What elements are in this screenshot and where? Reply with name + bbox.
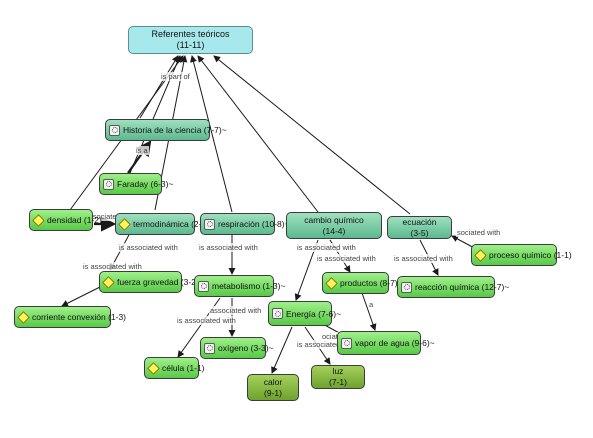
link-label-assoc-cambio: is associated with (296, 243, 357, 252)
diamond-icon (33, 215, 44, 226)
node-historia-de-la-ciencia[interactable]: Historia de la ciencia (7-7)~ (105, 119, 227, 141)
link-label-assoc-fuerza: is associated with (82, 262, 143, 271)
edge-energia-calor (271, 326, 293, 374)
node-title: ecuación (402, 216, 437, 227)
node-label: oxígeno (3-3)~ (218, 343, 274, 353)
link-label-a: a (368, 300, 375, 309)
edge-cambio-root (197, 55, 319, 213)
gear-icon (103, 178, 114, 190)
diamond-icon (18, 312, 29, 323)
node-label: vapor de agua (9-6)~ (355, 338, 435, 348)
edge-respiracion-root (190, 55, 233, 213)
node-count: (3-5) (410, 227, 429, 238)
node-label: respiración (10-8)~ (218, 219, 290, 229)
link-label-assoc-metab-2: is associated with (176, 316, 237, 325)
node-count: (7-1) (329, 377, 347, 387)
diamond-icon (148, 363, 159, 374)
node-vapor-de-agua[interactable]: vapor de agua (9-6)~ (337, 331, 435, 355)
link-label-assoc-proceso: sociated with (456, 228, 502, 237)
node-ecuacion[interactable]: ecuación (3-5) (387, 216, 452, 239)
node-oxigeno[interactable]: oxígeno (3-3)~ (200, 337, 274, 359)
link-label-assoc-densidad: ssociated with (88, 212, 138, 221)
gear-icon (341, 337, 352, 349)
node-count: (11-11) (176, 40, 205, 50)
node-corriente-convexion[interactable]: corriente convexión (1-3) (14, 306, 126, 328)
node-label: Faraday (6-3)~ (117, 179, 174, 189)
node-label: metabolismo (1-3)~ (212, 281, 286, 291)
node-label: célula (1-1) (162, 363, 205, 373)
node-calor[interactable]: calor (9-1) (247, 374, 299, 401)
node-densidad[interactable]: densidad (1-2) (29, 209, 102, 231)
diamond-icon (326, 278, 337, 289)
edge-productos-vapor (361, 292, 377, 331)
link-label-assoc-energia: is associated with (296, 340, 357, 349)
node-respiracion[interactable]: respiración (10-8)~ (200, 213, 290, 235)
node-faraday[interactable]: Faraday (6-3)~ (99, 173, 173, 195)
node-referentes-teoricos[interactable]: Referentes teóricos (11-11) (128, 26, 253, 54)
node-energia[interactable]: Energía (7-6)~ (268, 301, 341, 326)
link-label-assoc-ecuacion: is associated with (393, 254, 454, 263)
node-cambio-quimico[interactable]: cambio químico (14-4) (286, 212, 382, 239)
node-label: densidad (1-2) (47, 215, 102, 225)
node-productos[interactable]: productos (8-7) (322, 272, 398, 294)
node-termodinamica[interactable]: termodinámica (2-5) (115, 213, 209, 235)
gear-icon (204, 342, 215, 354)
node-label: fuerza gravedad (3-2) (117, 277, 199, 287)
node-luz[interactable]: luz (7-1) (311, 365, 365, 389)
node-label: Historia de la ciencia (7-7)~ (123, 125, 227, 135)
node-proceso-quimico[interactable]: proceso químico (1-1) (471, 244, 572, 266)
node-label: proceso químico (1-1) (489, 250, 572, 260)
node-label: corriente convexión (1-3) (32, 312, 127, 322)
diamond-icon (103, 277, 114, 288)
edge-historia-root (139, 55, 179, 119)
link-label-is-a: is a (135, 146, 149, 155)
link-label-is-part-of: is part of (160, 72, 191, 81)
node-count: (14-4) (322, 225, 346, 236)
node-title: calor (263, 376, 283, 387)
node-label: reacción química (12-7)~ (415, 282, 510, 292)
node-count: (9-1) (264, 387, 282, 398)
link-label-assoc-termo: is associated with (118, 243, 179, 252)
link-label-assoc-resp: is associated with (198, 243, 259, 252)
node-fuerza-gravedad[interactable]: fuerza gravedad (3-2) (99, 271, 199, 293)
gear-icon (401, 281, 412, 293)
node-celula[interactable]: célula (1-1) (144, 357, 205, 379)
link-label-assoc-metab-1: associated with (209, 306, 263, 315)
node-title: cambio químico (304, 214, 364, 225)
gear-icon (272, 308, 283, 319)
gear-icon (109, 124, 120, 136)
node-label: Energía (7-6)~ (286, 308, 342, 319)
node-reaccion-quimica[interactable]: reacción química (12-7)~ (397, 276, 509, 298)
gear-icon (204, 218, 215, 230)
node-title: luz (332, 366, 344, 376)
link-label-assoc-cambio-2: is associated with (316, 254, 377, 263)
diamond-icon (475, 250, 486, 261)
node-title: Referentes teóricos (151, 29, 230, 39)
node-label: productos (8-7) (340, 278, 398, 288)
diamond-icon (119, 219, 130, 230)
edge-ecuacion-root (213, 55, 411, 215)
node-metabolismo[interactable]: metabolismo (1-3)~ (194, 275, 285, 297)
edge-fuerza-corriente (61, 286, 101, 307)
gear-icon (198, 280, 209, 292)
node-label: termodinámica (2-5) (133, 219, 210, 229)
